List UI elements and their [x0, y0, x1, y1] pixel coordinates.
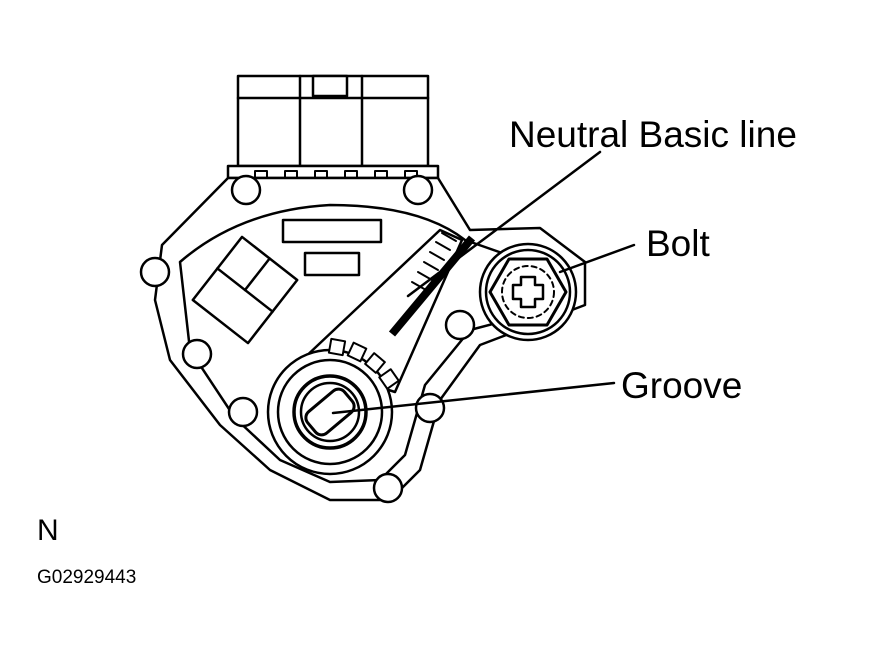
leader-bolt	[558, 243, 636, 274]
bolt-icon	[478, 242, 578, 342]
leader-groove	[331, 381, 616, 415]
figure-code: G02929443	[37, 567, 137, 588]
mounting-bosses	[139, 174, 476, 504]
connector	[226, 74, 440, 180]
groove-label: Groove	[621, 365, 743, 406]
leader-lines	[331, 150, 636, 415]
body-recesses	[191, 218, 383, 345]
groove-icon	[304, 387, 356, 437]
view-label: N	[37, 514, 59, 547]
bolt-label: Bolt	[646, 223, 710, 264]
neutral-basic-line	[388, 235, 476, 337]
leader-neutral-basic-line	[406, 150, 602, 298]
shaft-hub	[266, 337, 400, 476]
neutral-basic-line-label: Neutral Basic line	[509, 114, 797, 155]
